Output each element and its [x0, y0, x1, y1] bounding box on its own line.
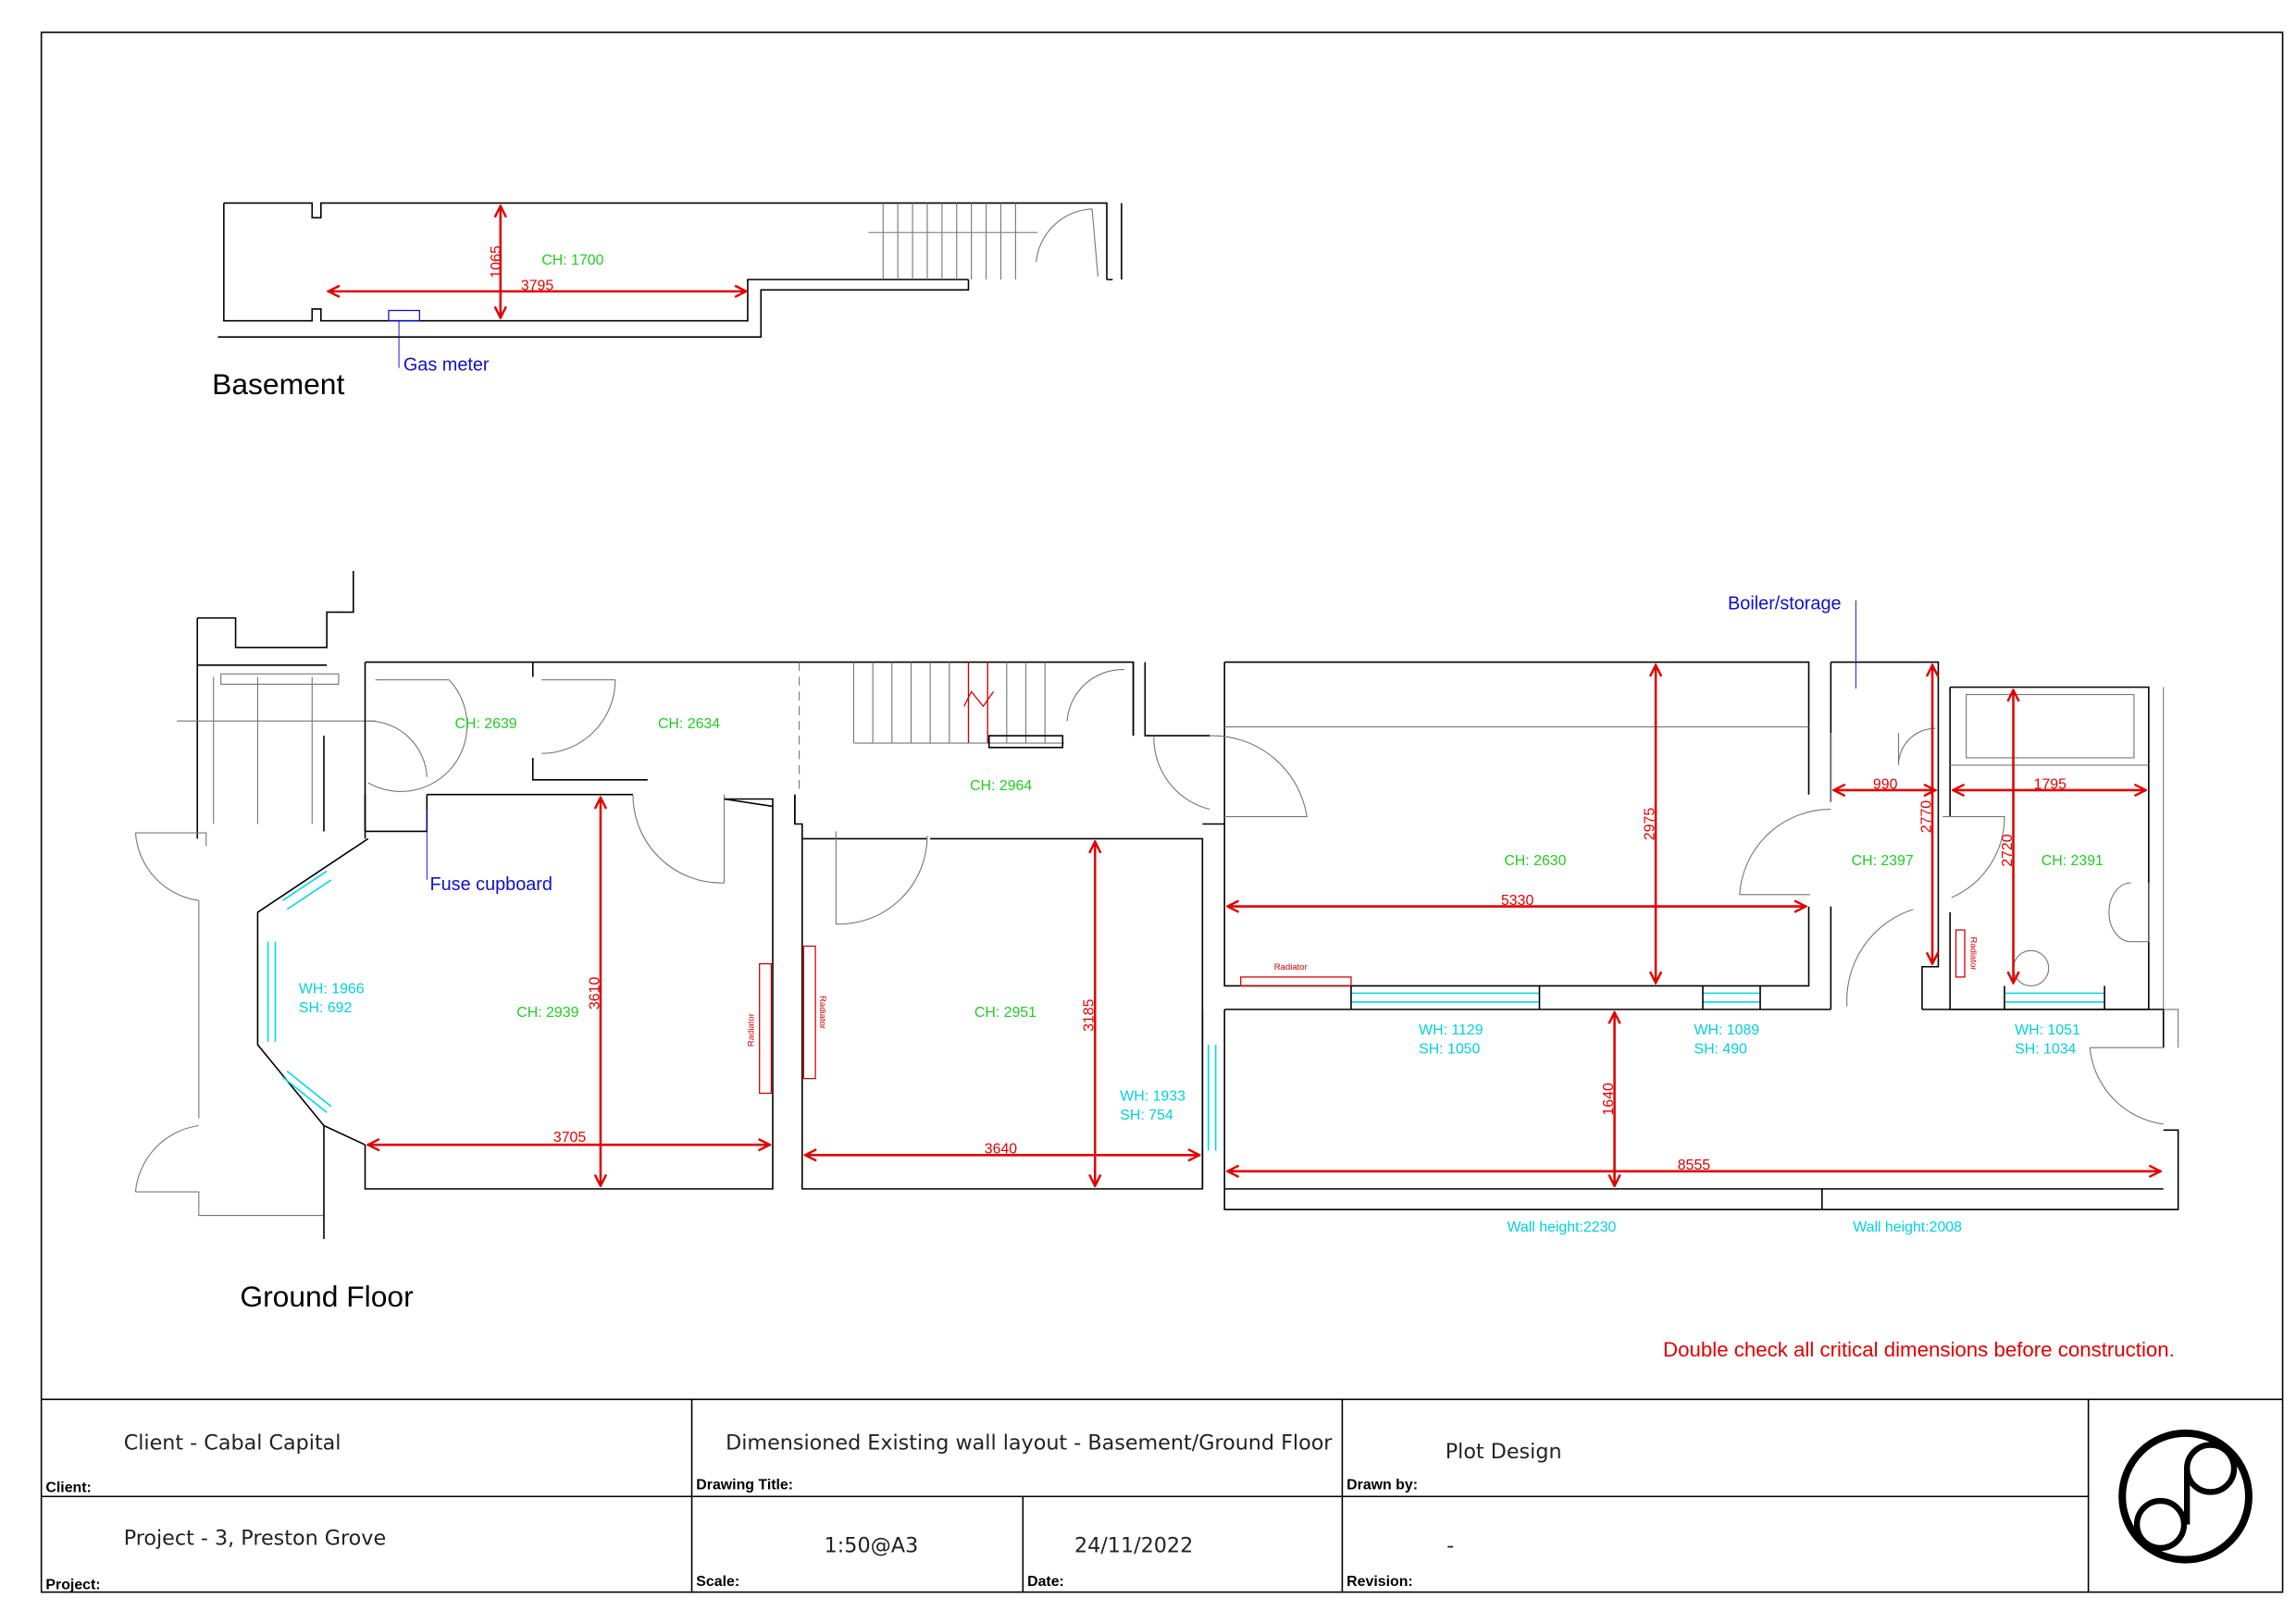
- dim-front-room-width: 3705: [553, 1130, 587, 1146]
- drawn-by-label: Drawn by:: [1347, 1477, 1418, 1493]
- window-height: WH: 1129: [1419, 1022, 1483, 1038]
- gas-meter-label: Gas meter: [403, 355, 490, 376]
- radiator-label: Radiator: [1967, 936, 1978, 971]
- client-value: Client - Cabal Capital: [124, 1431, 341, 1455]
- window-height: WH: 1051: [2015, 1022, 2080, 1038]
- dim-bath-width: 1795: [2034, 776, 2067, 792]
- fuse-cupboard-label: Fuse cupboard: [429, 874, 552, 895]
- sill-height: SH: 754: [1120, 1108, 1173, 1123]
- ceiling-height: CH: 2634: [658, 716, 720, 732]
- basement-ceiling-height: CH: 1700: [541, 253, 603, 268]
- dim-front-room-depth: 3610: [587, 977, 602, 1010]
- ceiling-height: CH: 2951: [974, 1005, 1036, 1021]
- project-value: Project - 3, Preston Grove: [124, 1527, 386, 1551]
- dim-middle-room-width: 3640: [985, 1142, 1018, 1158]
- ground-floor-plan: 3610 3705 3185 3640 2975 5330 990 2770 1…: [134, 571, 2179, 1313]
- basement-length-dim: 3795: [521, 278, 554, 293]
- window-height: WH: 1933: [1120, 1088, 1185, 1104]
- sill-height: SH: 1050: [1419, 1042, 1480, 1058]
- scale-value: 1:50@A3: [825, 1534, 919, 1558]
- gas-meter-symbol: [388, 309, 420, 322]
- boiler-storage-label: Boiler/storage: [1728, 593, 1842, 613]
- sill-height: SH: 490: [1694, 1042, 1747, 1058]
- basement-plan: 1065 3795 CH: 1700 Gas meter Basement: [212, 202, 1123, 401]
- window-height: WH: 1966: [299, 981, 365, 997]
- dim-boiler-width: 990: [1873, 776, 1898, 792]
- drawing-title-label: Drawing Title:: [696, 1477, 793, 1493]
- dim-boiler-depth: 2770: [1918, 800, 1934, 834]
- ground-floor-title: Ground Floor: [240, 1280, 414, 1313]
- sheet-border: [40, 31, 2284, 1593]
- wall-height: Wall height:2008: [1853, 1220, 1962, 1235]
- ceiling-height: CH: 2639: [455, 716, 517, 732]
- project-label: Project:: [45, 1577, 100, 1592]
- dim-kitchen-width: 5330: [1501, 893, 1534, 909]
- window-height: WH: 1089: [1694, 1022, 1759, 1038]
- sill-height: SH: 1034: [2015, 1042, 2076, 1058]
- radiator-label: Radiator: [817, 996, 827, 1030]
- scale-label: Scale:: [696, 1574, 739, 1590]
- title-block: Client - Cabal Capital Client: Dimension…: [41, 1398, 2283, 1592]
- radiator-label: Radiator: [1274, 962, 1309, 973]
- dim-rear-depth: 1640: [1601, 1083, 1617, 1116]
- ceiling-height: CH: 2964: [970, 778, 1032, 794]
- plot-design-logo: [2118, 1429, 2253, 1564]
- basement-title: Basement: [212, 367, 344, 401]
- basement-height-dim: 1065: [489, 245, 504, 279]
- revision-value: -: [1446, 1534, 1454, 1558]
- ceiling-height: CH: 2939: [516, 1005, 578, 1021]
- ceiling-height: CH: 2630: [1504, 853, 1566, 869]
- ceiling-height: CH: 2391: [2042, 853, 2104, 869]
- wall-height: Wall height:2230: [1508, 1220, 1617, 1235]
- radiator-label: Radiator: [746, 1012, 756, 1047]
- drawn-by-value: Plot Design: [1446, 1440, 1562, 1464]
- ceiling-height: CH: 2397: [1852, 853, 1914, 869]
- date-value: 24/11/2022: [1074, 1534, 1193, 1558]
- sill-height: SH: 692: [299, 1000, 353, 1016]
- warning-note: Double check all critical dimensions bef…: [1663, 1338, 2175, 1361]
- drawing-title-value: Dimensioned Existing wall layout - Basem…: [726, 1431, 1333, 1455]
- revision-label: Revision:: [1347, 1574, 1413, 1590]
- date-label: Date:: [1027, 1574, 1064, 1590]
- dim-kitchen-depth: 2975: [1643, 808, 1658, 841]
- dim-rear-width: 8555: [1678, 1158, 1711, 1173]
- dim-middle-room-depth: 3185: [1082, 998, 1098, 1032]
- client-label: Client:: [45, 1480, 91, 1495]
- dim-bath-depth: 2720: [2000, 834, 2016, 867]
